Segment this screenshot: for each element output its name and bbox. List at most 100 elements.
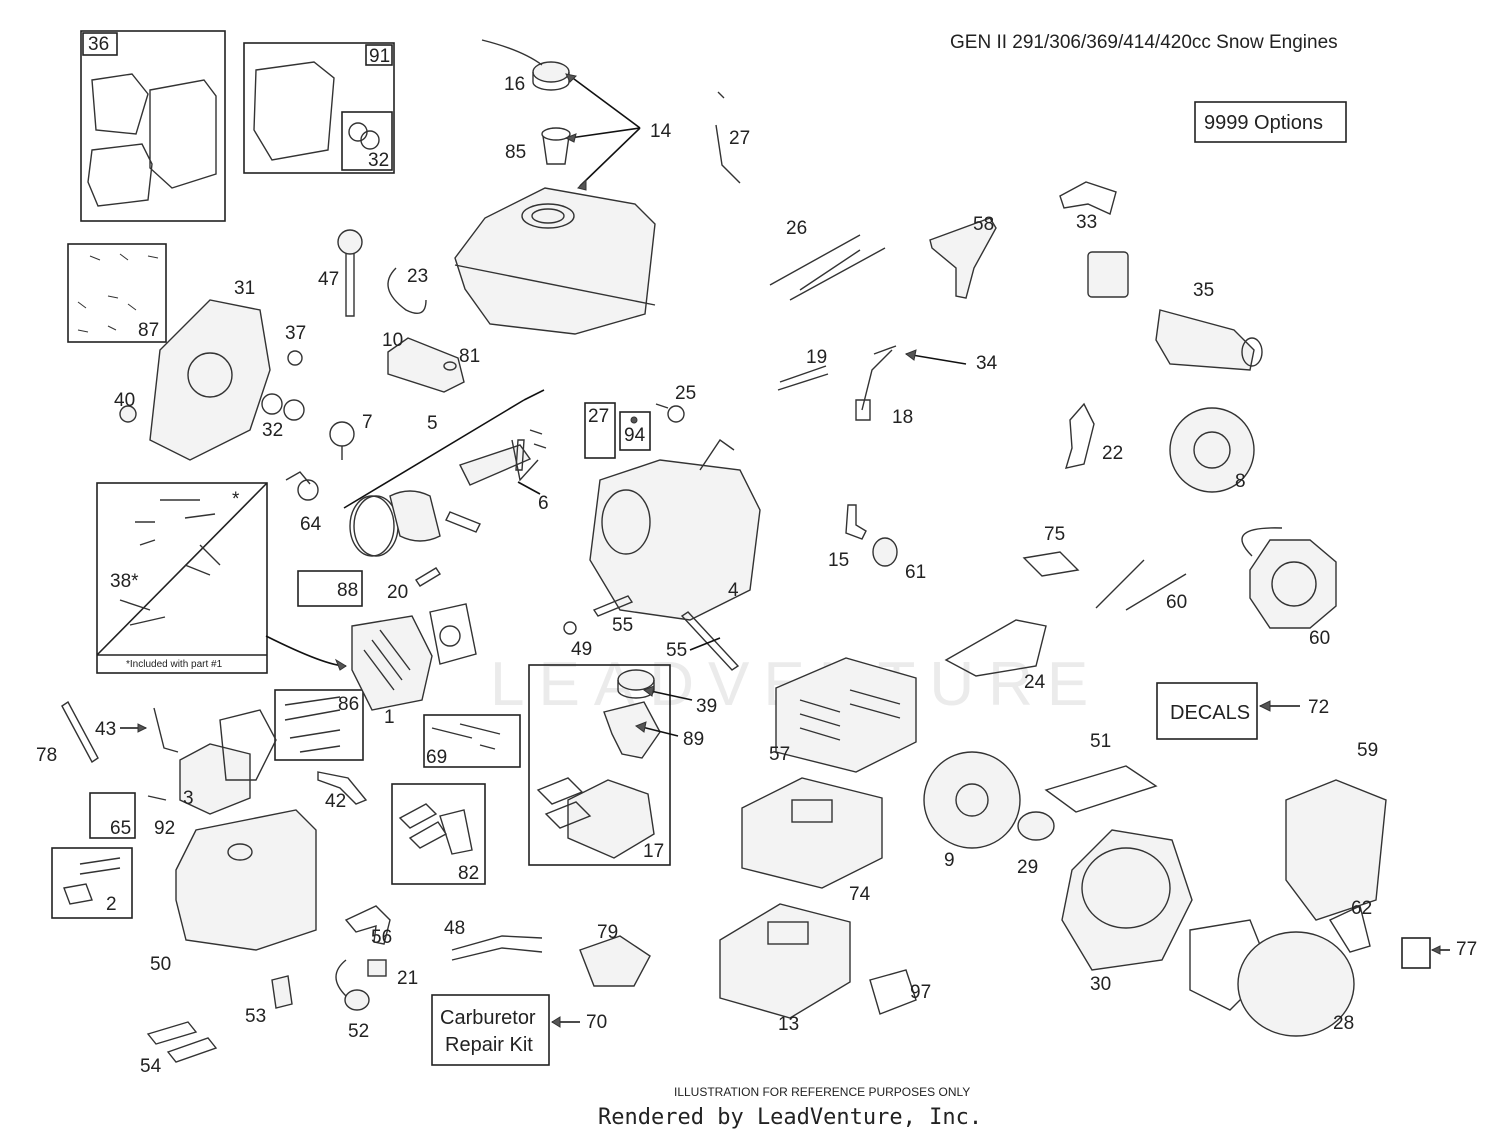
callout-15[interactable]: 15 bbox=[828, 550, 849, 571]
box-2[interactable] bbox=[51, 847, 133, 919]
callout-3[interactable]: 3 bbox=[183, 788, 194, 809]
governor-arm-64[interactable] bbox=[285, 471, 319, 501]
box-88[interactable] bbox=[297, 570, 363, 607]
primer-52[interactable] bbox=[335, 959, 370, 1011]
wire-harness-48[interactable] bbox=[451, 935, 543, 961]
ignition-wires-19[interactable] bbox=[777, 365, 829, 391]
callout-49[interactable]: 49 bbox=[571, 639, 592, 660]
callout-4[interactable]: 4 bbox=[728, 580, 739, 601]
callout-22[interactable]: 22 bbox=[1102, 443, 1123, 464]
callout-18[interactable]: 18 bbox=[892, 407, 913, 428]
box-86[interactable] bbox=[274, 689, 364, 761]
choke-rod[interactable] bbox=[715, 91, 741, 184]
callout-48[interactable]: 48 bbox=[444, 918, 465, 939]
callout-34[interactable]: 34 bbox=[976, 353, 998, 374]
callout-6[interactable]: 6 bbox=[538, 493, 549, 514]
callout-79[interactable]: 79 bbox=[597, 922, 618, 943]
callout-13[interactable]: 13 bbox=[778, 1014, 799, 1035]
fuel-filter[interactable] bbox=[541, 127, 571, 165]
callout-82[interactable]: 82 bbox=[458, 863, 479, 884]
callout-23[interactable]: 23 bbox=[407, 266, 428, 287]
blower-housing-30[interactable] bbox=[1061, 829, 1193, 971]
spark-plug-boot-18[interactable] bbox=[855, 349, 893, 421]
bracket-79[interactable] bbox=[579, 935, 651, 987]
callout-26[interactable]: 26 bbox=[786, 218, 807, 239]
fuel-shutoff-valve-15[interactable] bbox=[845, 504, 867, 540]
callout-31[interactable]: 31 bbox=[234, 278, 255, 299]
callout-29[interactable]: 29 bbox=[1017, 857, 1038, 878]
callout-37[interactable]: 37 bbox=[285, 323, 306, 344]
breather-hose[interactable] bbox=[387, 267, 427, 314]
muffler-74[interactable] bbox=[741, 777, 883, 889]
callout-91[interactable]: 91 bbox=[369, 46, 390, 67]
callout-53[interactable]: 53 bbox=[245, 1006, 266, 1027]
ignition-coil-34[interactable] bbox=[873, 345, 897, 355]
callout-59[interactable]: 59 bbox=[1357, 740, 1378, 761]
callout-38[interactable]: 38* bbox=[110, 571, 139, 592]
callout-19[interactable]: 19 bbox=[806, 347, 827, 368]
callout-94[interactable]: 94 bbox=[624, 425, 646, 446]
engine-block[interactable] bbox=[589, 439, 761, 621]
intake-3[interactable] bbox=[179, 709, 277, 815]
fuel-tank[interactable] bbox=[454, 187, 656, 335]
recoil-starter-28[interactable] bbox=[1237, 905, 1371, 1037]
governor-gear-7[interactable] bbox=[329, 421, 355, 460]
callout-20[interactable]: 20 bbox=[387, 582, 408, 603]
lever-6[interactable] bbox=[515, 439, 525, 471]
carburetor-17[interactable] bbox=[536, 777, 655, 859]
box-17-carburetor[interactable] bbox=[528, 664, 671, 866]
callout-39[interactable]: 39 bbox=[696, 696, 717, 717]
callout-72[interactable]: 72 bbox=[1308, 697, 1329, 718]
screen-97[interactable] bbox=[869, 969, 917, 1015]
callout-8[interactable]: 8 bbox=[1235, 471, 1246, 492]
oil-fill-dipstick[interactable] bbox=[337, 229, 363, 317]
muffler-13[interactable] bbox=[719, 903, 851, 1019]
screw-box-87[interactable] bbox=[67, 243, 167, 343]
bracket-22[interactable] bbox=[1064, 402, 1095, 469]
fan-9[interactable] bbox=[923, 751, 1021, 849]
flywheel-ring-gear-8[interactable] bbox=[1169, 407, 1255, 493]
tool-78[interactable] bbox=[61, 700, 99, 764]
spark-plug-20[interactable] bbox=[415, 567, 441, 587]
callout-27-box[interactable]: 27 bbox=[588, 406, 609, 427]
stator-60[interactable] bbox=[1241, 527, 1337, 629]
callout-58[interactable]: 58 bbox=[973, 214, 994, 235]
cup-29[interactable] bbox=[1017, 811, 1055, 841]
callout-61[interactable]: 61 bbox=[905, 562, 926, 583]
callout-27-top[interactable]: 27 bbox=[729, 128, 750, 149]
switch-21[interactable] bbox=[367, 959, 387, 977]
callout-88[interactable]: 88 bbox=[337, 580, 358, 601]
nut-49[interactable] bbox=[563, 621, 577, 635]
callout-32[interactable]: 32 bbox=[262, 420, 283, 441]
connecting-rod[interactable] bbox=[459, 444, 532, 486]
heat-shield-24[interactable] bbox=[944, 619, 1047, 677]
valve-kit-box[interactable]: *Included with part #1 * bbox=[96, 482, 268, 674]
callout-1[interactable]: 1 bbox=[384, 707, 395, 728]
callout-43[interactable]: 43 bbox=[95, 719, 116, 740]
callout-69[interactable]: 69 bbox=[426, 747, 447, 768]
camshaft[interactable] bbox=[387, 337, 465, 393]
bolt-92[interactable] bbox=[147, 795, 167, 801]
callout-2[interactable]: 2 bbox=[106, 894, 117, 915]
piston-rings[interactable] bbox=[349, 495, 399, 557]
callout-40[interactable]: 40 bbox=[114, 390, 135, 411]
callout-60-harness[interactable]: 60 bbox=[1166, 592, 1187, 613]
gasket-kit-box-36[interactable] bbox=[80, 30, 226, 222]
callout-55-right[interactable]: 55 bbox=[666, 640, 687, 661]
carb-spacer-89[interactable] bbox=[603, 701, 661, 759]
callout-64[interactable]: 64 bbox=[300, 514, 322, 535]
callout-9[interactable]: 9 bbox=[944, 850, 955, 871]
callout-92[interactable]: 92 bbox=[154, 818, 175, 839]
cylinder-head[interactable] bbox=[351, 615, 433, 711]
shroud-59[interactable] bbox=[1285, 779, 1387, 921]
callout-24[interactable]: 24 bbox=[1024, 672, 1046, 693]
callout-47[interactable]: 47 bbox=[318, 269, 339, 290]
oil-seal-37[interactable] bbox=[287, 350, 303, 366]
callout-5[interactable]: 5 bbox=[427, 413, 438, 434]
washer-81[interactable] bbox=[443, 361, 457, 371]
callout-78[interactable]: 78 bbox=[36, 745, 57, 766]
callout-62[interactable]: 62 bbox=[1351, 898, 1372, 919]
callout-21[interactable]: 21 bbox=[397, 968, 418, 989]
callout-35[interactable]: 35 bbox=[1193, 280, 1214, 301]
fuel-line-43[interactable] bbox=[153, 707, 179, 753]
